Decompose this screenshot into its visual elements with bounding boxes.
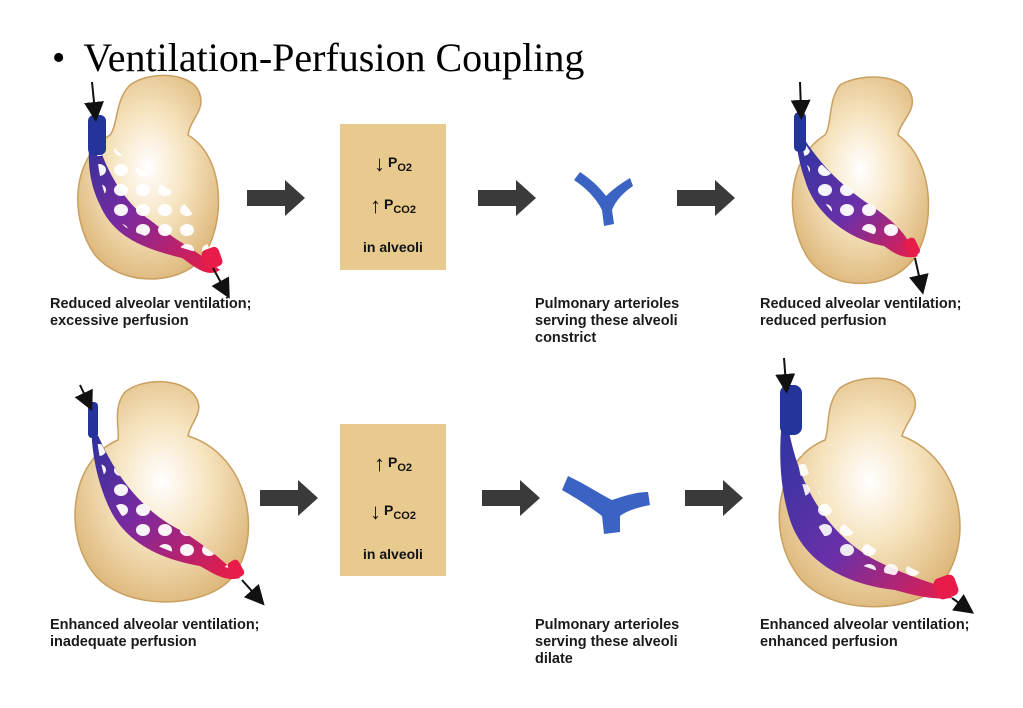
alveolus-top-right	[790, 76, 930, 295]
caption-top-right: Reduced alveolar ventilation; reduced pe…	[760, 296, 962, 329]
caption-bottom-middle: Pulmonary arterioles serving these alveo…	[535, 617, 680, 667]
dilated-arteriole	[562, 476, 650, 534]
outflow-arrow-icon	[951, 594, 975, 614]
po2-label: PO2	[387, 454, 413, 474]
outflow-arrow-icon	[211, 267, 230, 299]
down-arrow-icon: ↓	[370, 499, 382, 524]
caption-bottom-right: Enhanced alveolar ventilation; enhanced …	[760, 617, 970, 650]
inflow-arrow-icon	[775, 357, 796, 394]
pco2-label: PCO2	[384, 502, 416, 522]
down-arrow-icon: ↓	[373, 151, 385, 176]
caption-top-left: Reduced alveolar ventilation; excessive …	[50, 296, 252, 329]
pco2-label: PCO2	[384, 196, 416, 216]
gas-status-box-bottom: ↑ PO2 ↓ PCO2 in alveoli	[340, 424, 446, 576]
flow-arrow-icon	[478, 180, 536, 216]
in-alveoli-label: in alveoli	[363, 239, 423, 255]
caption-bottom-left: Enhanced alveolar ventilation; inadequat…	[50, 617, 260, 650]
up-arrow-icon: ↑	[370, 193, 382, 218]
outflow-arrow-icon	[909, 257, 929, 295]
alveolus-bottom-right	[775, 357, 975, 614]
flow-arrow-icon	[685, 480, 743, 516]
po2-label: PO2	[387, 154, 413, 174]
inflow-arrow-icon	[84, 81, 104, 122]
bullet-point: •	[52, 36, 66, 79]
inflow-arrow-icon	[790, 81, 811, 120]
slide-title-row: • Ventilation-Perfusion Coupling	[52, 34, 584, 81]
caption-top-middle: Pulmonary arterioles serving these alveo…	[535, 296, 680, 346]
inflow-arrow-icon	[74, 384, 93, 412]
outflow-arrow-icon	[241, 579, 265, 606]
constricted-arteriole	[574, 172, 633, 226]
flow-arrow-icon	[260, 480, 318, 516]
slide-title: Ventilation-Perfusion Coupling	[83, 35, 585, 80]
flow-arrow-icon	[482, 480, 540, 516]
flow-arrow-icon	[677, 180, 735, 216]
flow-arrow-icon	[247, 180, 305, 216]
alveolus-top-left	[77, 74, 230, 299]
in-alveoli-label: in alveoli	[363, 546, 423, 562]
up-arrow-icon: ↑	[373, 451, 385, 476]
alveolus-bottom-left	[74, 380, 265, 606]
gas-status-box-top: ↓ PO2 ↑ PCO2 in alveoli	[340, 124, 446, 270]
